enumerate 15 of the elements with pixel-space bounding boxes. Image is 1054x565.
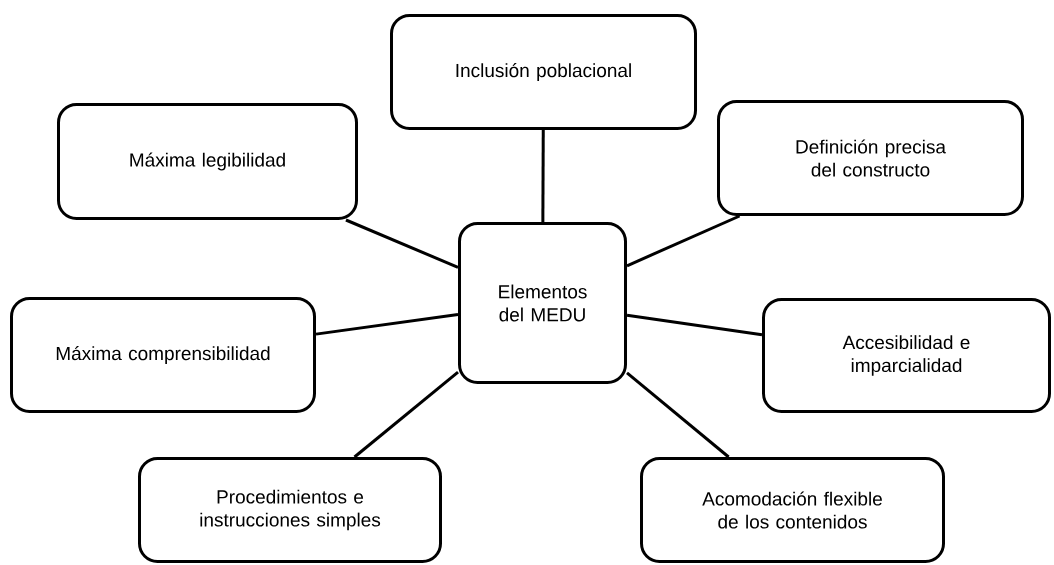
connector-line	[626, 214, 741, 268]
concept-box: Acomodación flexible de los contenidos	[640, 457, 945, 563]
connector-line	[626, 371, 730, 459]
center-box: Elementos del MEDU	[458, 222, 627, 384]
concept-box: Máxima comprensibilidad	[10, 297, 316, 413]
connector-line	[626, 313, 763, 337]
concept-box: Procedimientos e instrucciones simples	[138, 457, 442, 563]
concept-box: Máxima legibilidad	[57, 103, 358, 220]
connector-line	[345, 218, 459, 269]
connector-line	[541, 130, 545, 222]
connector-line	[353, 370, 459, 459]
concept-box: Inclusión poblacional	[390, 14, 697, 130]
connector-line	[315, 313, 459, 336]
concept-box: Definición precisa del constructo	[717, 100, 1024, 216]
concept-box: Accesibilidad e imparcialidad	[762, 298, 1051, 413]
